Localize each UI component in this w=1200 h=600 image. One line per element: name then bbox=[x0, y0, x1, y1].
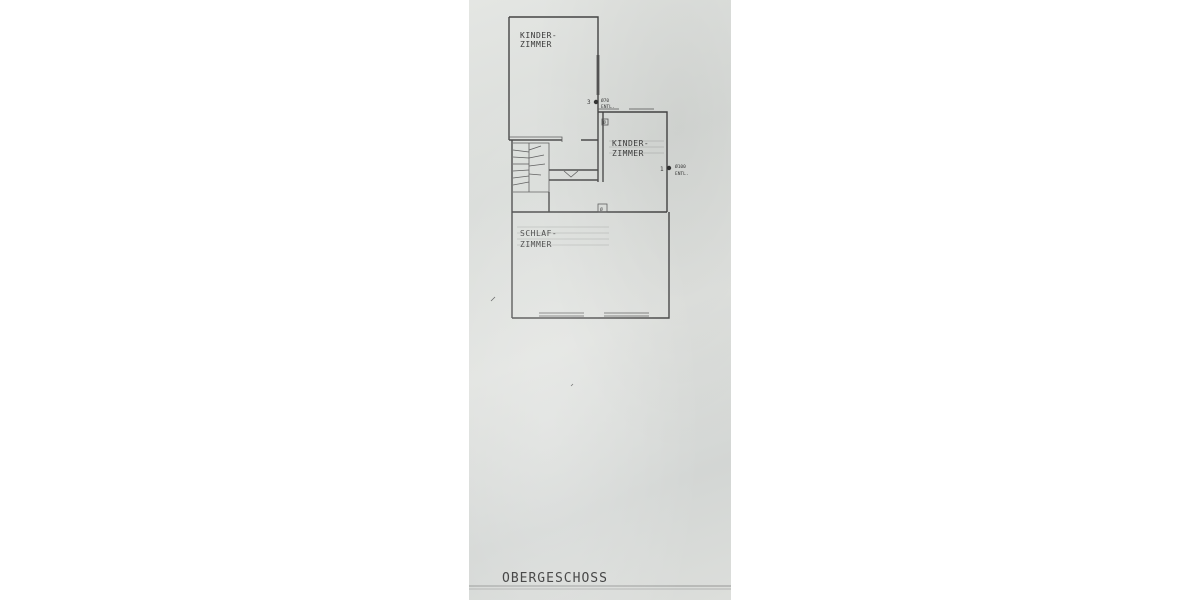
wall-schlaf-outer bbox=[512, 212, 670, 319]
flue-2-box bbox=[597, 203, 608, 213]
stray-mark-2 bbox=[570, 383, 574, 387]
flue-1-symbol: Ø bbox=[603, 119, 606, 126]
window-schlaf-left bbox=[539, 312, 584, 317]
floor-title: OBERGESCHOSS bbox=[502, 571, 608, 586]
marker-right-number: 1 bbox=[660, 166, 664, 173]
window-schlaf-right bbox=[604, 312, 649, 317]
room-label-kinder-right-line2: ZIMMER bbox=[612, 149, 644, 158]
wall-upper-right bbox=[509, 16, 599, 182]
room-label-kinder-top-line1: KINDER- bbox=[520, 31, 557, 40]
paper-sheet: KINDER- ZIMMER KINDER- ZIMMER SCHLAF- ZI… bbox=[469, 0, 731, 600]
wall-right-wing bbox=[598, 111, 668, 212]
room-label-kinder-right-line1: KINDER- bbox=[612, 139, 649, 148]
marker-top-note: ENTL. bbox=[601, 104, 615, 110]
flue-1 bbox=[601, 118, 609, 126]
stray-mark bbox=[490, 296, 496, 302]
label-guides bbox=[517, 140, 664, 246]
marker-top-diameter: Ø70 bbox=[601, 97, 609, 104]
room-label-kinder-top-line2: ZIMMER bbox=[520, 40, 552, 49]
marker-top: 3 Ø70 ENTL. bbox=[587, 97, 615, 110]
floor-plan-drawing: KINDER- ZIMMER KINDER- ZIMMER SCHLAF- ZI… bbox=[469, 16, 731, 590]
marker-top-dot bbox=[593, 99, 599, 105]
room-label-schlaf-line2: ZIMMER bbox=[520, 240, 552, 249]
flue-2-symbol: Ø bbox=[600, 206, 603, 213]
room-label-schlaf-line1: SCHLAF- bbox=[520, 229, 557, 238]
marker-right: 1 Ø100 ENTL. bbox=[660, 163, 689, 177]
staircase bbox=[512, 142, 550, 193]
marker-right-note: ENTL. bbox=[675, 171, 689, 177]
marker-right-diameter: Ø100 bbox=[675, 163, 686, 170]
stair-ledge-edge bbox=[509, 136, 563, 142]
marker-top-number: 3 bbox=[587, 99, 591, 106]
hall-door-swing bbox=[563, 170, 579, 178]
marker-right-dot bbox=[666, 165, 672, 171]
